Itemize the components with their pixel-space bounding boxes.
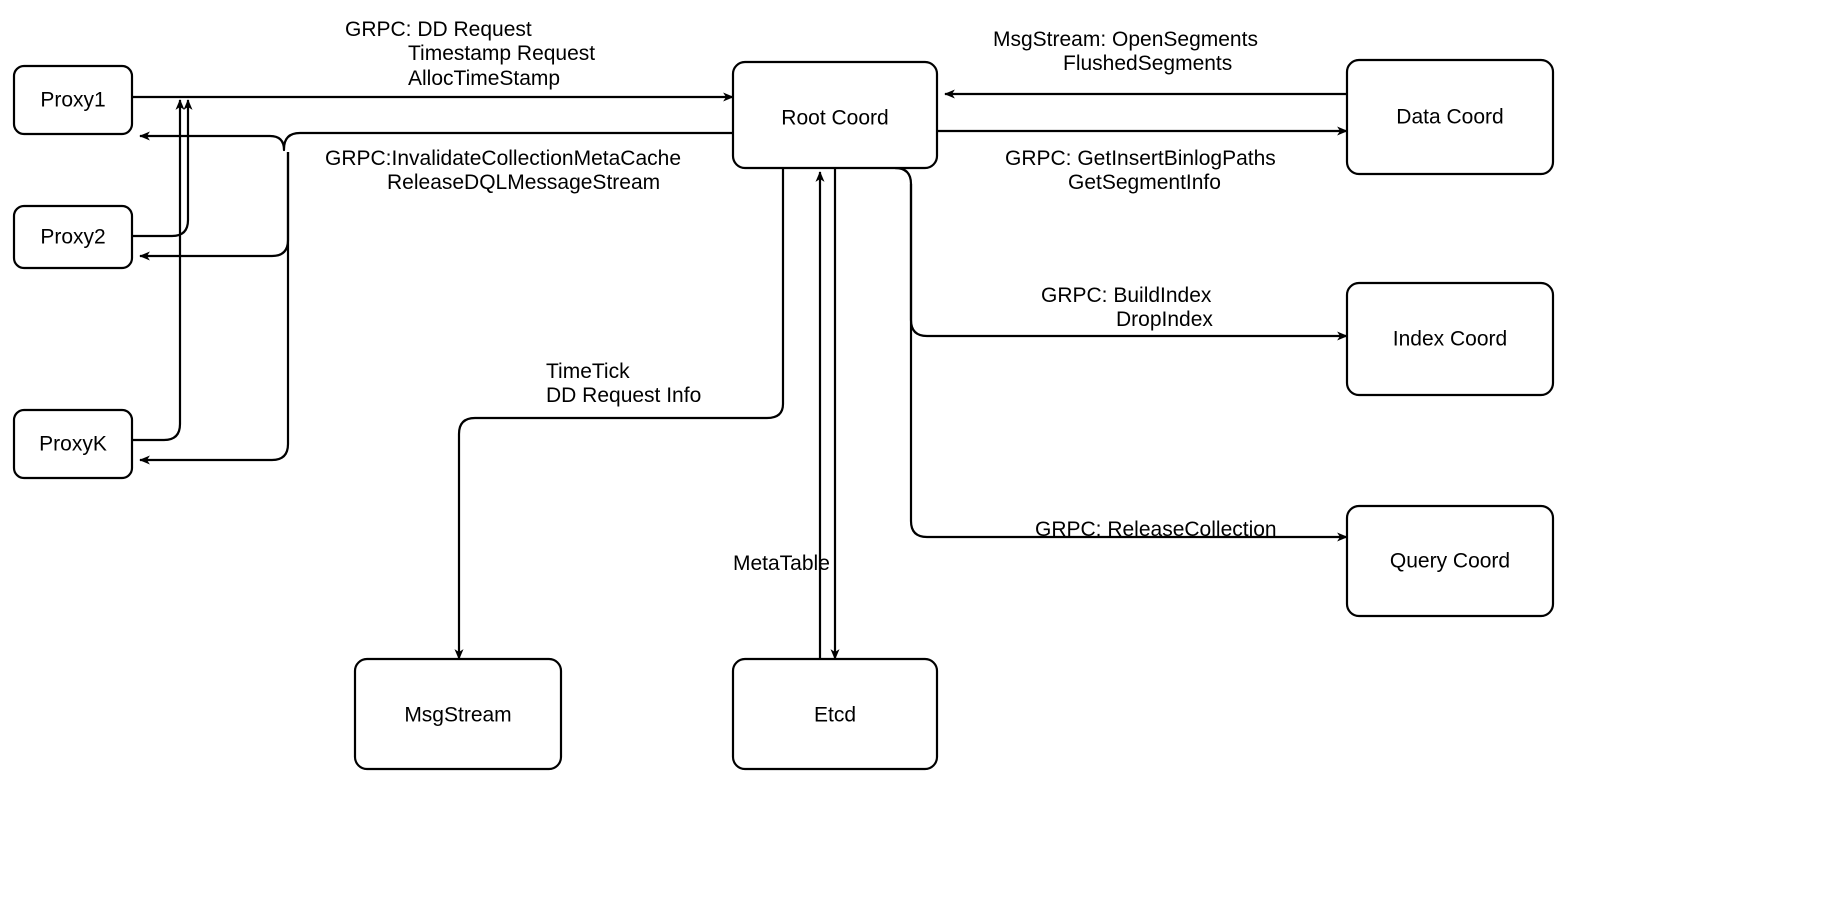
- edges-layer: [132, 89, 1348, 660]
- node-proxyk-label: ProxyK: [39, 433, 107, 456]
- node-msgstream-box[interactable]: [353, 657, 563, 771]
- edge-rootcoord-to-proxy1: [139, 131, 733, 152]
- edge-label-proxy-to-root-line2: Timestamp Request: [408, 42, 595, 65]
- node-proxyk[interactable]: ProxyK: [12, 408, 134, 480]
- edge-label-root-to-etcd-line1: MetaTable: [733, 552, 830, 575]
- node-etcd[interactable]: Etcd: [731, 657, 939, 771]
- node-proxy2-box[interactable]: [12, 204, 134, 270]
- edge-label-root-to-datacoord-line1: GRPC: GetInsertBinlogPaths: [1005, 147, 1276, 170]
- edge-proxyk-to-rootcoord: [132, 99, 185, 442]
- edge-label-root-to-msgstream-line2: DD Request Info: [546, 384, 701, 407]
- edge-label-datacoord-to-root-line1: MsgStream: OpenSegments: [993, 28, 1258, 51]
- node-proxy1[interactable]: Proxy1: [12, 64, 134, 136]
- nodes-layer: Proxy1 Proxy2 ProxyK Root Coord Data Coo…: [12, 58, 1555, 771]
- node-etcd-box[interactable]: [731, 657, 939, 771]
- node-indexcoord[interactable]: Index Coord: [1345, 281, 1555, 397]
- node-etcd-label: Etcd: [814, 704, 856, 727]
- node-rootcoord-label: Root Coord: [781, 107, 888, 130]
- edge-rootcoord-to-proxyk: [139, 152, 290, 465]
- node-querycoord-box[interactable]: [1345, 504, 1555, 618]
- node-datacoord-box[interactable]: [1345, 58, 1555, 176]
- node-rootcoord-box[interactable]: [731, 60, 939, 170]
- node-proxy1-label: Proxy1: [40, 89, 105, 112]
- edge-rootcoord-to-proxy2: [139, 152, 290, 261]
- edge-label-root-to-proxy-line1: GRPC:InvalidateCollectionMetaCache: [325, 147, 681, 170]
- edge-label-root-to-querycoord-line1: GRPC: ReleaseCollection: [1035, 518, 1277, 541]
- node-querycoord[interactable]: Query Coord: [1345, 504, 1555, 618]
- edge-label-proxy-to-root-line1: GRPC: DD Request: [345, 18, 532, 41]
- node-proxy2-label: Proxy2: [40, 226, 105, 249]
- edge-label-root-to-proxy-line2: ReleaseDQLMessageStream: [387, 171, 660, 194]
- edge-proxy2-to-rootcoord: [132, 99, 193, 238]
- node-proxy1-box[interactable]: [12, 64, 134, 136]
- edge-label-proxy-to-root-line3: AllocTimeStamp: [408, 67, 560, 90]
- node-datacoord[interactable]: Data Coord: [1345, 58, 1555, 176]
- edge-label-datacoord-to-root-line2: FlushedSegments: [1063, 52, 1232, 75]
- edge-rootcoord-to-querycoord: [909, 184, 1348, 542]
- edge-labels-layer: GRPC: DD Request Timestamp Request Alloc…: [325, 18, 1277, 575]
- edge-label-root-to-indexcoord-line1: GRPC: BuildIndex: [1041, 284, 1212, 307]
- node-datacoord-label: Data Coord: [1396, 106, 1503, 129]
- node-rootcoord[interactable]: Root Coord: [731, 60, 939, 170]
- node-msgstream-label: MsgStream: [404, 704, 511, 727]
- node-indexcoord-label: Index Coord: [1393, 328, 1507, 351]
- node-querycoord-label: Query Coord: [1390, 550, 1510, 573]
- edge-label-root-to-datacoord-line2: GetSegmentInfo: [1068, 171, 1221, 194]
- node-msgstream[interactable]: MsgStream: [353, 657, 563, 771]
- edge-rootcoord-to-msgstream: [454, 168, 785, 660]
- edge-label-root-to-indexcoord-line2: DropIndex: [1116, 308, 1213, 331]
- node-proxyk-box[interactable]: [12, 408, 134, 480]
- node-indexcoord-box[interactable]: [1345, 281, 1555, 397]
- edge-label-root-to-msgstream-line1: TimeTick: [546, 360, 630, 383]
- node-proxy2[interactable]: Proxy2: [12, 204, 134, 270]
